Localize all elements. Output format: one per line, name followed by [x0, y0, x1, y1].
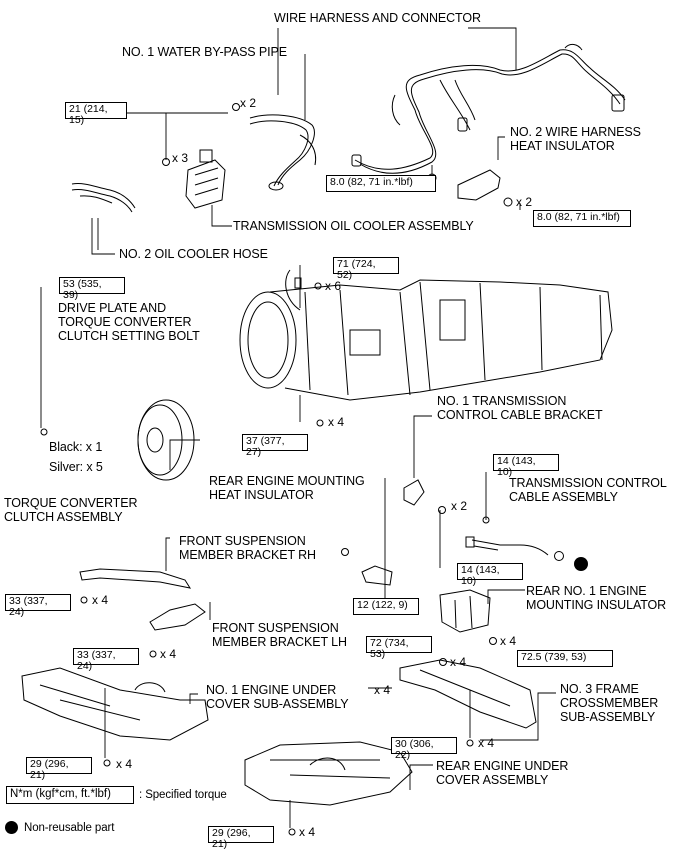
- qty-rear-cover-bolts: x 4: [299, 825, 316, 839]
- torque-box-14-bracket: 14 (143, 10): [457, 563, 523, 587]
- torque-box-33-lh: 33 (337, 24): [73, 648, 139, 672]
- label-cable-bracket: NO. 1 TRANSMISSION CONTROL CABLE BRACKET: [437, 394, 603, 422]
- cable-bracket-drawing: [403, 479, 564, 561]
- qty-crossmember-bolts: x 4: [374, 683, 391, 697]
- oil-cooler-hose-drawing: [71, 183, 136, 213]
- label-under-cover: NO. 1 ENGINE UNDER COVER SUB-ASSEMBLY: [206, 683, 349, 711]
- rear-under-cover-drawing: [244, 741, 413, 836]
- torque-box-14-cable: 14 (143, 10): [493, 454, 559, 478]
- label-rear-mount-insulator: REAR NO. 1 ENGINE MOUNTING INSULATOR: [526, 584, 667, 612]
- legend-torque-unit-box: N*m (kgf*cm, ft.*lbf): [6, 786, 134, 804]
- label-front-bracket-lh: FRONT SUSPENSION MEMBER BRACKET LH: [212, 621, 347, 649]
- water-bypass-pipe-drawing: [232, 103, 317, 191]
- label-black-count: Black: x 1: [49, 440, 103, 454]
- crossmember-drawing: [368, 658, 537, 747]
- qty-insulator-bolts: x 2: [516, 195, 533, 209]
- under-cover-drawing: [21, 667, 209, 767]
- label-front-bracket-rh: FRONT SUSPENSION MEMBER BRACKET RH: [179, 534, 316, 562]
- label-water-bypass-pipe: NO. 1 WATER BY-PASS PIPE: [122, 45, 288, 59]
- front-brackets-drawing: [79, 568, 206, 658]
- torque-box-12: 12 (122, 9): [353, 598, 419, 615]
- torque-box-21: 21 (214, 15): [65, 102, 127, 126]
- leader-lines: [40, 27, 556, 828]
- label-torque-converter: TORQUE CONVERTER CLUTCH ASSEMBLY: [4, 496, 138, 524]
- transmission-drawing: [239, 269, 613, 427]
- qty-mount-insulator-bolts: x 4: [500, 634, 517, 648]
- qty-crossmember-rear-bolts: x 4: [478, 736, 495, 750]
- torque-box-29-rear: 29 (296, 21): [208, 826, 274, 850]
- label-rear-heat-insulator: REAR ENGINE MOUNTING HEAT INSULATOR: [209, 474, 365, 502]
- torque-box-29-front: 29 (296, 21): [26, 757, 92, 781]
- label-control-cable: TRANSMISSION CONTROL CABLE ASSEMBLY: [509, 476, 667, 504]
- legend-torque-text: : Specified torque: [139, 789, 227, 801]
- torque-box-71: 71 (724, 52): [333, 257, 399, 281]
- qty-under-cover-bolts: x 4: [116, 757, 133, 771]
- torque-box-72: 72 (734, 53): [366, 636, 432, 660]
- qty-bracket-lh-bolts: x 4: [160, 647, 177, 661]
- label-frame-crossmember: NO. 3 FRAME CROSSMEMBER SUB-ASSEMBLY: [560, 682, 659, 724]
- torque-box-72-5: 72.5 (739, 53): [517, 650, 613, 667]
- torque-converter-drawing: [40, 399, 195, 481]
- qty-crossmember-nuts: x 4: [450, 655, 467, 669]
- torque-box-33-rh: 33 (337, 24): [5, 594, 71, 618]
- label-rear-under-cover: REAR ENGINE UNDER COVER ASSEMBLY: [436, 759, 569, 787]
- qty-bracket-rh-bolts: x 4: [92, 593, 109, 607]
- qty-water-pipe-bolts: x 2: [240, 96, 257, 110]
- torque-box-30: 30 (306, 22): [391, 737, 457, 761]
- rear-mount-insulator-drawing: [439, 589, 497, 645]
- label-silver-count: Silver: x 5: [49, 460, 103, 474]
- torque-box-8-0-insulator: 8.0 (82, 71 in.*lbf): [533, 210, 631, 227]
- oil-cooler-drawing: [162, 149, 226, 209]
- legend-nonreusable-text: Non-reusable part: [24, 822, 115, 834]
- label-oil-cooler: TRANSMISSION OIL COOLER ASSEMBLY: [233, 219, 474, 233]
- torque-box-53: 53 (535, 39): [59, 277, 125, 301]
- label-wire-harness: WIRE HARNESS AND CONNECTOR: [274, 11, 481, 25]
- nonreusable-marker-dot: [574, 557, 588, 571]
- qty-transmission-bolts-4: x 4: [328, 415, 345, 429]
- torque-box-8-0-harness: 8.0 (82, 71 in.*lbf): [326, 175, 436, 192]
- label-oil-cooler-hose: NO. 2 OIL COOLER HOSE: [119, 247, 268, 261]
- harness-insulator-drawing: [457, 169, 513, 207]
- rear-heat-insulator-drawing: [341, 548, 393, 586]
- torque-box-37: 37 (377, 27): [242, 434, 308, 458]
- wire-harness-drawing: [351, 43, 626, 183]
- qty-oil-cooler-bolts: x 3: [172, 151, 189, 165]
- label-drive-plate: DRIVE PLATE AND TORQUE CONVERTER CLUTCH …: [58, 301, 200, 343]
- label-harness-insulator: NO. 2 WIRE HARNESS HEAT INSULATOR: [510, 125, 641, 153]
- qty-bracket-bolts: x 2: [451, 499, 468, 513]
- legend-nonreusable-dot: [5, 821, 18, 834]
- qty-transmission-bolts-6: x 6: [325, 279, 342, 293]
